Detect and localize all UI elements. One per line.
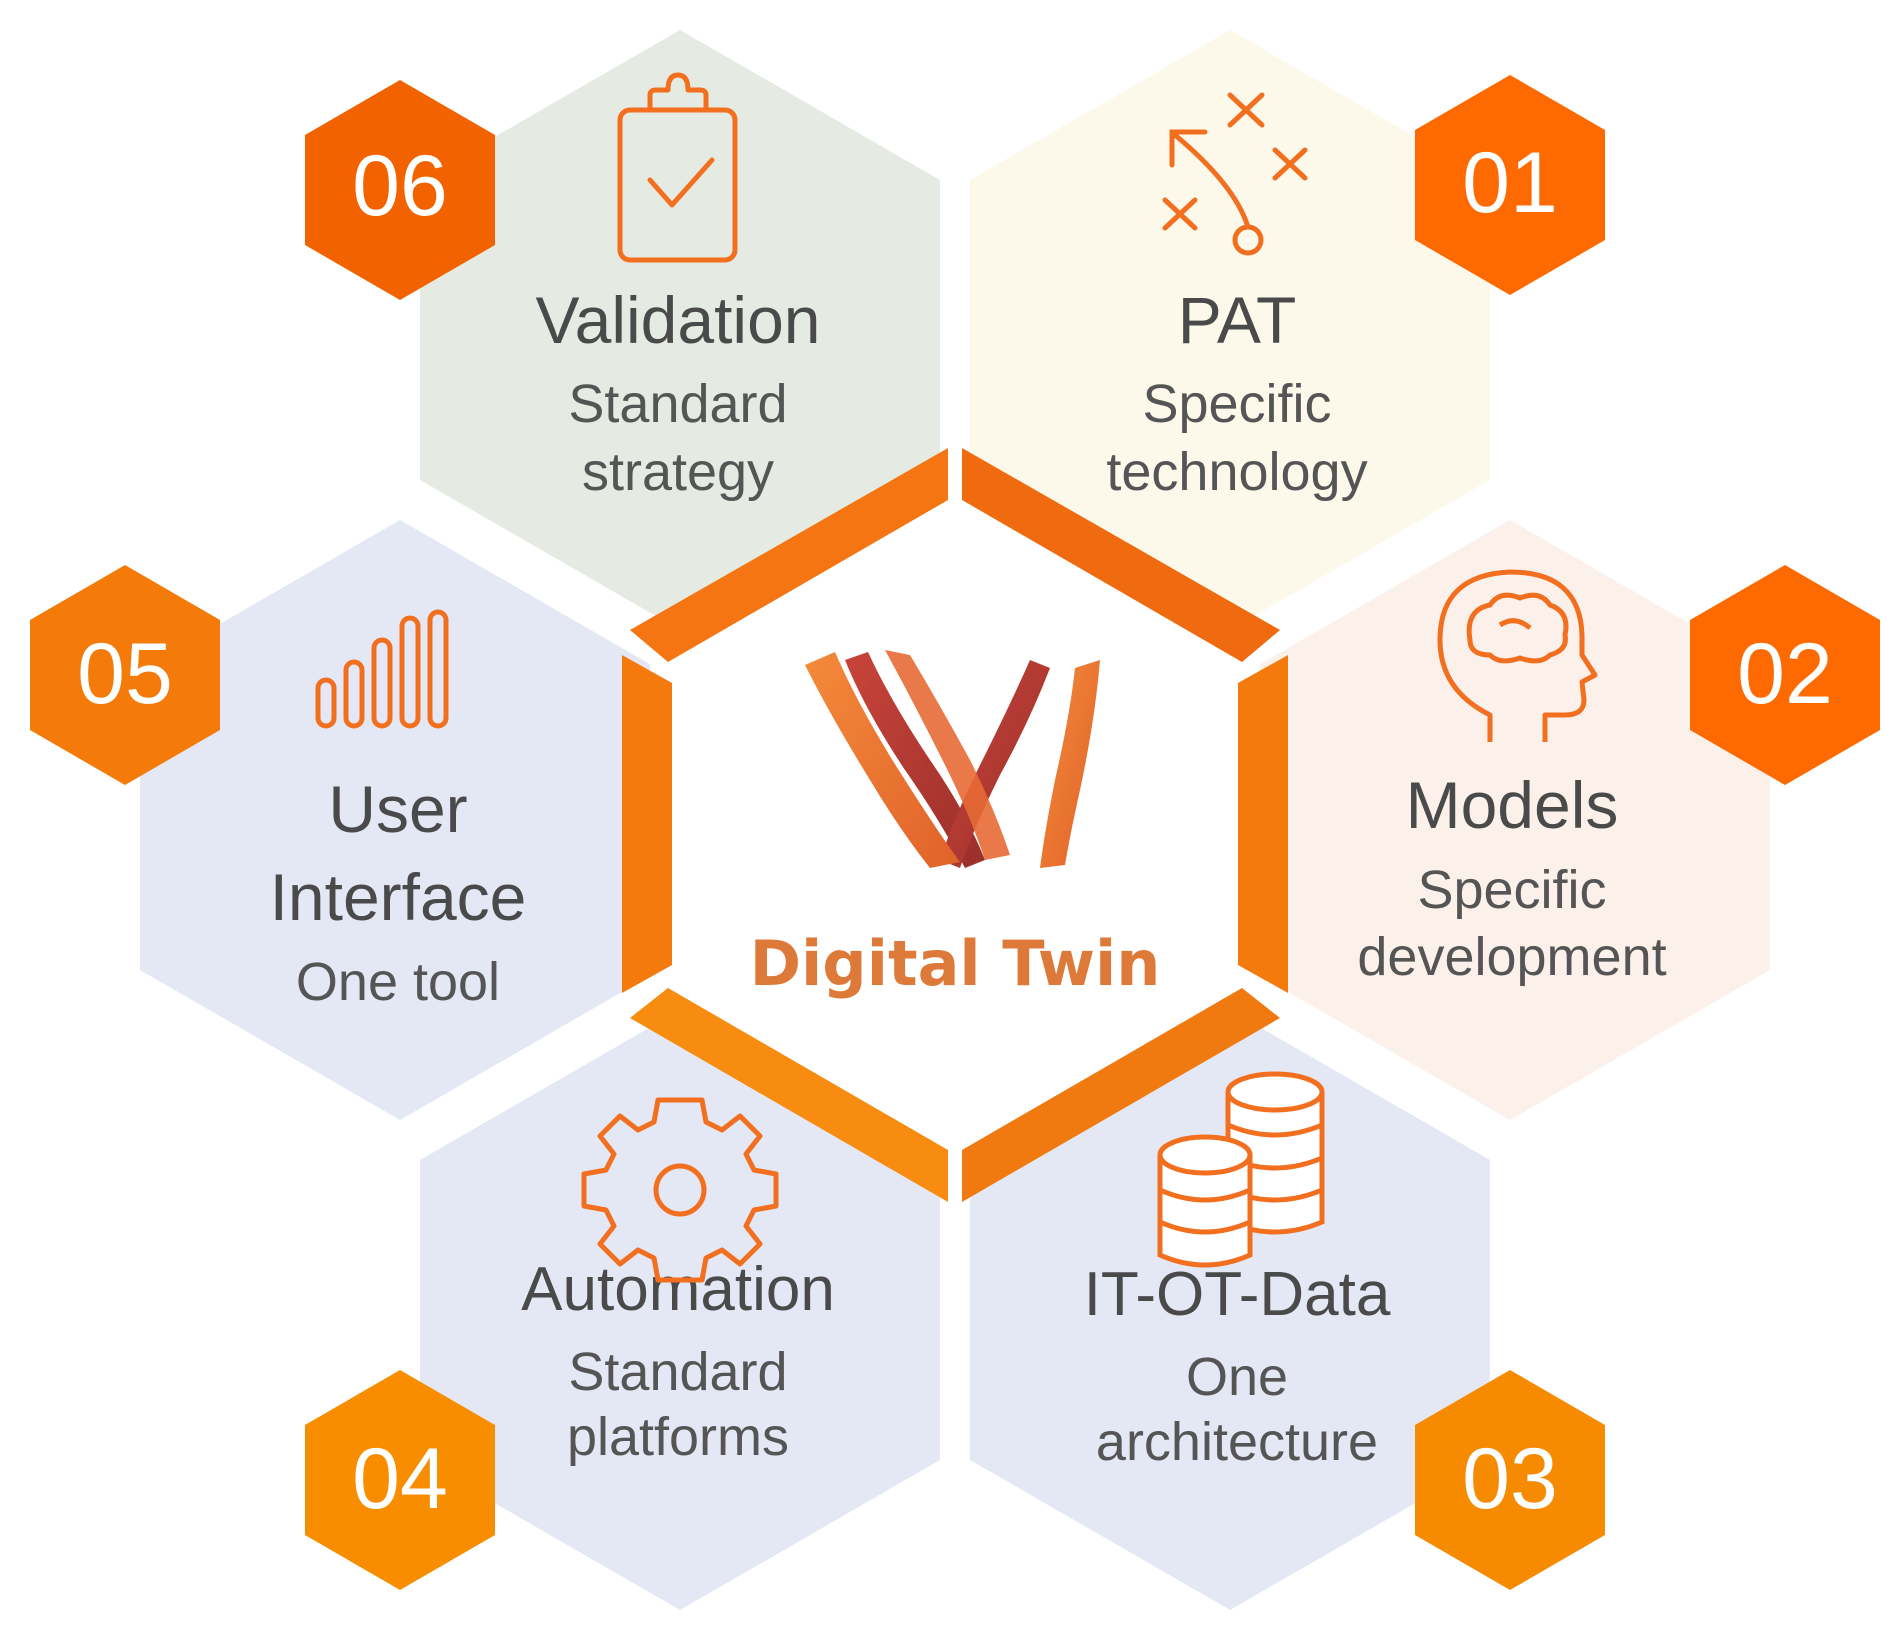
frame-bar-top-right xyxy=(962,448,1280,662)
segment-subtitle-pat-1: Specific xyxy=(1142,374,1331,434)
frame-bar-top-left xyxy=(630,448,948,662)
strategy-play-icon xyxy=(1162,92,1308,256)
segment-subtitle-user-interface: One tool xyxy=(296,952,500,1012)
segment-subtitle-automation-2: platforms xyxy=(567,1407,789,1467)
segment-subtitle-models-2: development xyxy=(1357,927,1666,987)
badge-01: 01 xyxy=(1415,75,1605,295)
svg-text:02: 02 xyxy=(1737,626,1833,722)
frame-bar-left xyxy=(622,655,672,993)
segment-subtitle-automation-1: Standard xyxy=(568,1342,787,1402)
badge-02: 02 xyxy=(1690,565,1880,785)
gear-icon xyxy=(581,1097,779,1283)
segment-subtitle-it-ot-data-1: One xyxy=(1186,1347,1288,1407)
digital-twin-logo-icon xyxy=(805,650,1100,868)
badge-04: 04 xyxy=(305,1370,495,1590)
bar-signal-icon xyxy=(315,609,449,729)
segment-title-validation: Validation xyxy=(536,283,821,357)
hexagon-validation xyxy=(420,30,940,630)
segment-subtitle-validation-1: Standard xyxy=(568,374,787,434)
badge-06: 06 xyxy=(305,80,495,300)
segment-title-automation: Automation xyxy=(521,1255,835,1324)
frame-bar-bottom-right xyxy=(962,988,1280,1202)
segment-title-it-ot-data: IT-OT-Data xyxy=(1084,1260,1391,1329)
svg-text:06: 06 xyxy=(352,138,448,234)
svg-text:03: 03 xyxy=(1462,1431,1558,1527)
badge-03: 03 xyxy=(1415,1370,1605,1590)
svg-text:05: 05 xyxy=(77,626,173,722)
clipboard-check-icon xyxy=(617,72,738,263)
badge-05: 05 xyxy=(30,565,220,785)
segment-subtitle-validation-2: strategy xyxy=(582,442,774,502)
segment-title-user-interface-1: User xyxy=(328,772,467,846)
hexagon-pat xyxy=(970,30,1490,630)
svg-text:04: 04 xyxy=(352,1431,448,1527)
frame-bar-right xyxy=(1238,655,1288,993)
segment-subtitle-pat-2: technology xyxy=(1106,442,1367,502)
segment-subtitle-models-1: Specific xyxy=(1417,860,1606,920)
segment-title-user-interface-2: Interface xyxy=(270,860,527,934)
hexagon-automation xyxy=(420,1010,940,1610)
frame-bar-bottom-left xyxy=(630,988,948,1202)
hexagon-models xyxy=(1250,520,1770,1120)
human-head-brain-icon xyxy=(1437,569,1598,742)
hexagon-user-interface xyxy=(140,520,660,1120)
hexagon-it-ot-data xyxy=(970,1010,1490,1610)
center-label: Digital Twin xyxy=(750,927,1161,1000)
database-stack-icon xyxy=(1157,1071,1325,1268)
segment-title-pat: PAT xyxy=(1178,283,1297,357)
svg-text:01: 01 xyxy=(1462,135,1558,231)
segment-title-models: Models xyxy=(1406,768,1619,842)
segment-subtitle-it-ot-data-2: architecture xyxy=(1096,1412,1378,1472)
